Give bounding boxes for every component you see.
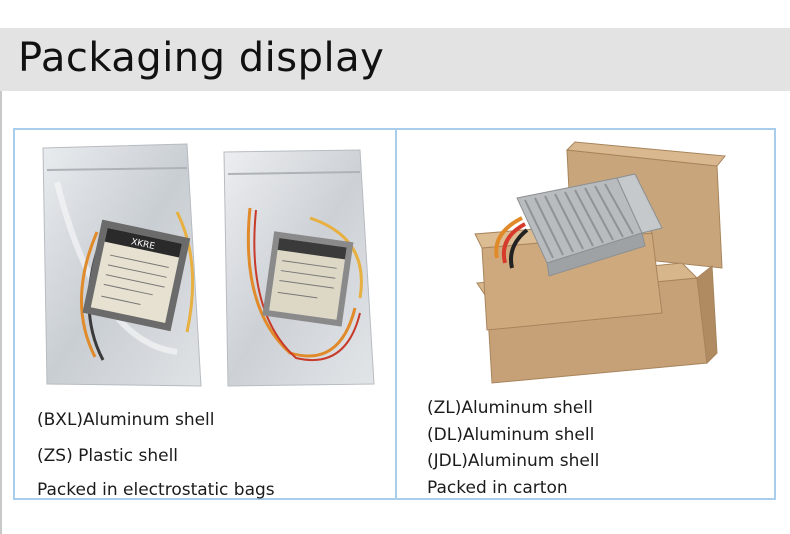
caption-bxl: (BXL)Aluminum shell [37,410,215,430]
caption-dl: (DL)Aluminum shell [427,425,595,445]
title-bar: Packaging display [0,28,790,91]
panel-electrostatic-bags: XKRE (BXL [13,128,397,500]
carton-photo [474,141,726,384]
page-title: Packaging display [18,35,385,81]
caption-zs: (ZS) Plastic shell [37,446,179,466]
caption-carton: Packed in carton [427,478,568,498]
page-edge-line [0,91,2,534]
caption-zl: (ZL)Aluminum shell [427,398,593,418]
bag-photo-zs [223,149,375,387]
caption-electrostatic-bags: Packed in electrostatic bags [37,480,275,500]
bag-photo-bxl: XKRE [42,143,202,387]
panel-carton: (ZL)Aluminum shell (DL)Aluminum shell (J… [395,128,776,500]
bag1-label-brand: XKRE [130,237,156,252]
caption-jdl: (JDL)Aluminum shell [427,451,600,471]
